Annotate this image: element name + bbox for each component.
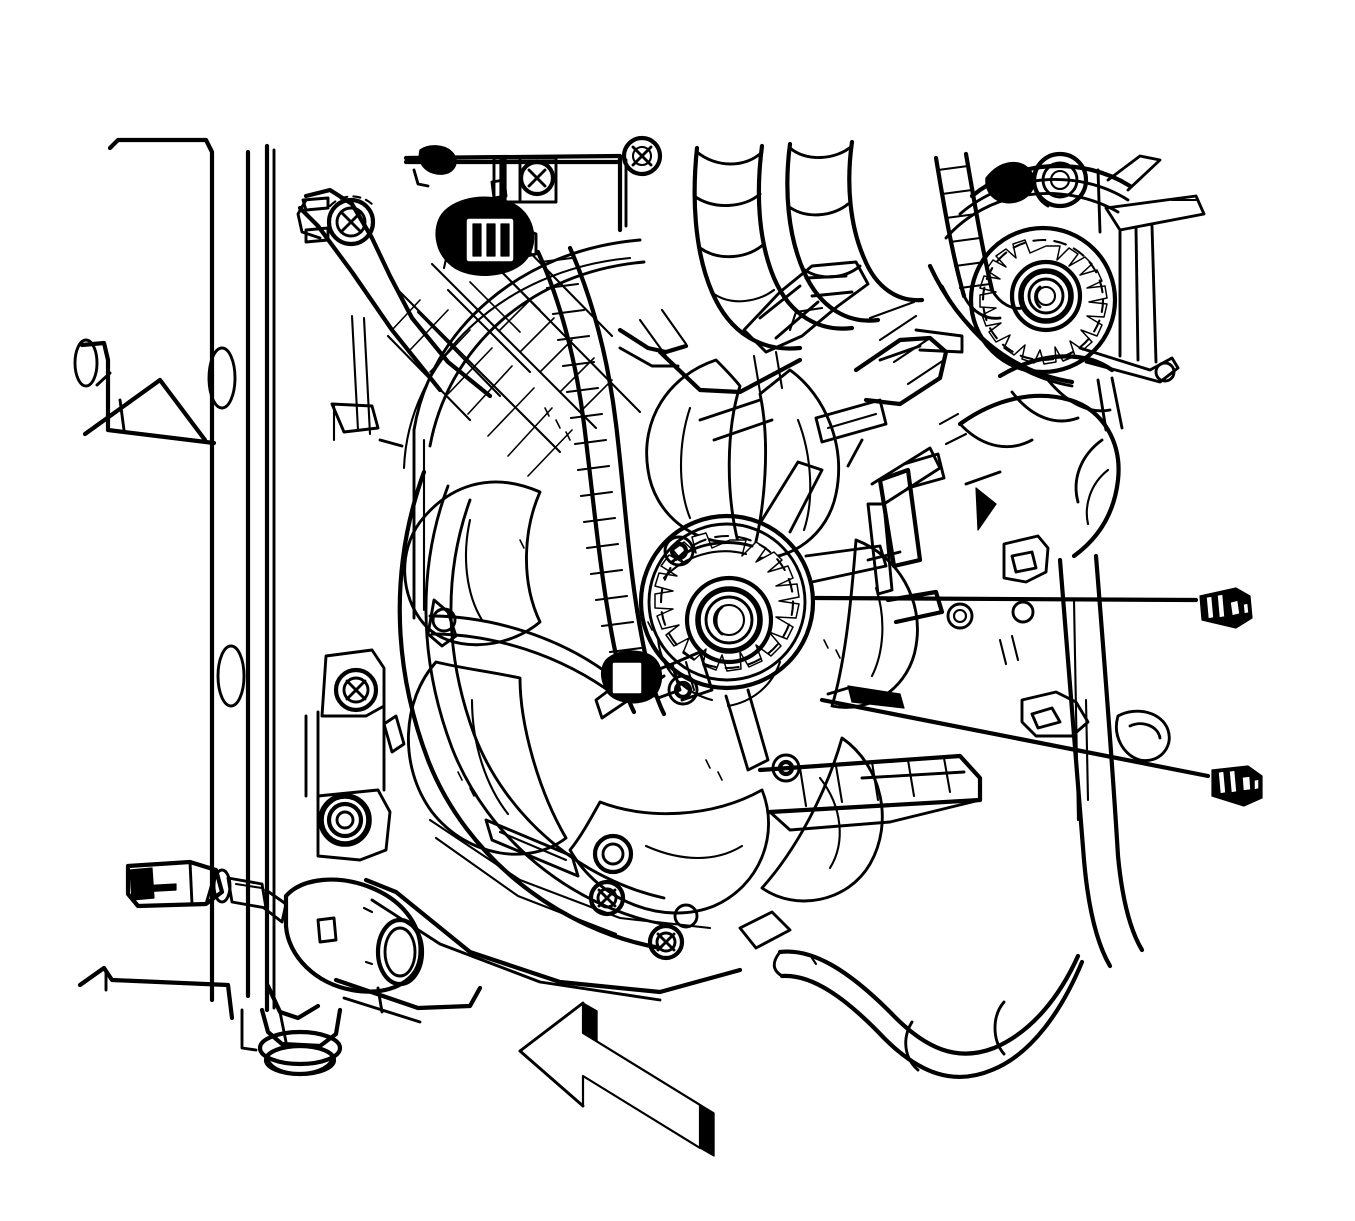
fan-shroud <box>296 187 743 1002</box>
electrical-connector-lower <box>600 650 714 704</box>
shroud-bolt-bosses <box>301 195 1035 961</box>
right-hose-clips <box>1002 534 1171 763</box>
shroud-texture-ticks <box>457 407 841 797</box>
primary-cooling-fan-motor <box>638 513 816 708</box>
lower-left-tie-bar <box>77 965 235 1021</box>
primary-fan-blade-assembly <box>403 358 919 915</box>
radiator-lower-mount-isolator <box>240 983 343 1077</box>
right-vertical-hose <box>1057 553 1145 969</box>
right-lower-frame <box>757 452 983 832</box>
hose-clamp <box>742 260 870 354</box>
shroud-retaining-bolt-upper <box>1199 587 1253 629</box>
callout-leader-lower[interactable] <box>819 685 1263 807</box>
condenser-core-fin-pack <box>386 226 642 477</box>
secondary-cooling-fan-motor <box>914 151 1206 432</box>
coolant-temperature-sensor <box>125 859 288 924</box>
upper-radiator-hose <box>692 143 855 351</box>
shroud-bottom-plate <box>333 977 483 1024</box>
right-upper-hose-elbow <box>957 354 1121 559</box>
top-rail-connectors <box>403 135 663 233</box>
shroud-retaining-bolt-lower <box>1211 765 1263 807</box>
core-detail-right <box>698 314 968 446</box>
misc-detail-lines <box>304 178 1020 950</box>
electrical-connector-upper <box>435 196 538 276</box>
radiator-support-frame-rail <box>107 137 276 1013</box>
callout-leader-upper[interactable] <box>813 587 1253 629</box>
direction-of-view-arrow <box>518 1001 715 1157</box>
lower-radiator-hose <box>772 949 1085 1079</box>
radiator-mounting-bracket <box>73 338 217 446</box>
radiator-outlet-neck <box>283 877 425 994</box>
